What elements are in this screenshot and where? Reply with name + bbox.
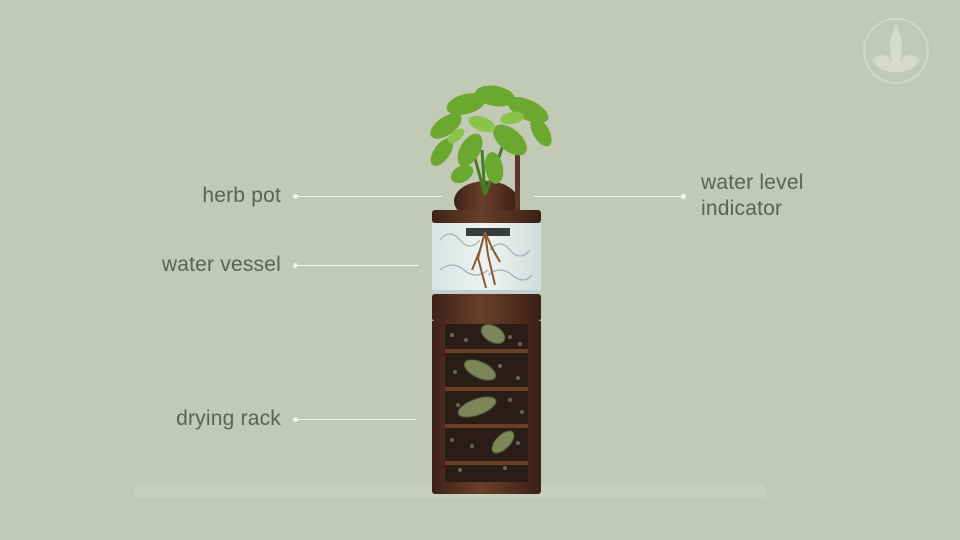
water-line <box>432 290 541 294</box>
rack-perforations <box>450 333 524 472</box>
leader-dot-herb-pot <box>293 194 298 199</box>
leader-line-herb-pot <box>295 196 442 197</box>
leaf-logo-icon <box>863 18 929 84</box>
leader-dot-water-vessel <box>293 263 298 268</box>
leader-dot-drying-rack <box>293 417 298 422</box>
middle-band <box>432 294 541 321</box>
vessel-inner-cap <box>466 228 510 236</box>
label-drying-rack: drying rack <box>176 407 281 430</box>
water-level-indicator-stick <box>515 150 520 212</box>
label-water-level-line1: water level <box>701 171 804 194</box>
basil-plant <box>430 85 552 196</box>
label-water-level-indicator: water level indicator <box>701 170 804 222</box>
drying-leaves <box>457 324 515 454</box>
leader-line-water-level-indicator <box>534 196 684 197</box>
label-water-vessel: water vessel <box>161 253 281 276</box>
label-water-level-line2: indicator <box>701 197 783 220</box>
rack-shelves <box>445 349 528 465</box>
roots <box>471 231 501 289</box>
leader-line-water-vessel <box>295 265 419 266</box>
leader-dot-water-level-indicator <box>681 194 686 199</box>
leader-line-drying-rack <box>295 419 416 420</box>
vessel-pattern <box>439 233 533 281</box>
label-herb-pot: herb pot <box>202 184 281 207</box>
top-rim <box>432 210 541 223</box>
base <box>432 482 541 494</box>
